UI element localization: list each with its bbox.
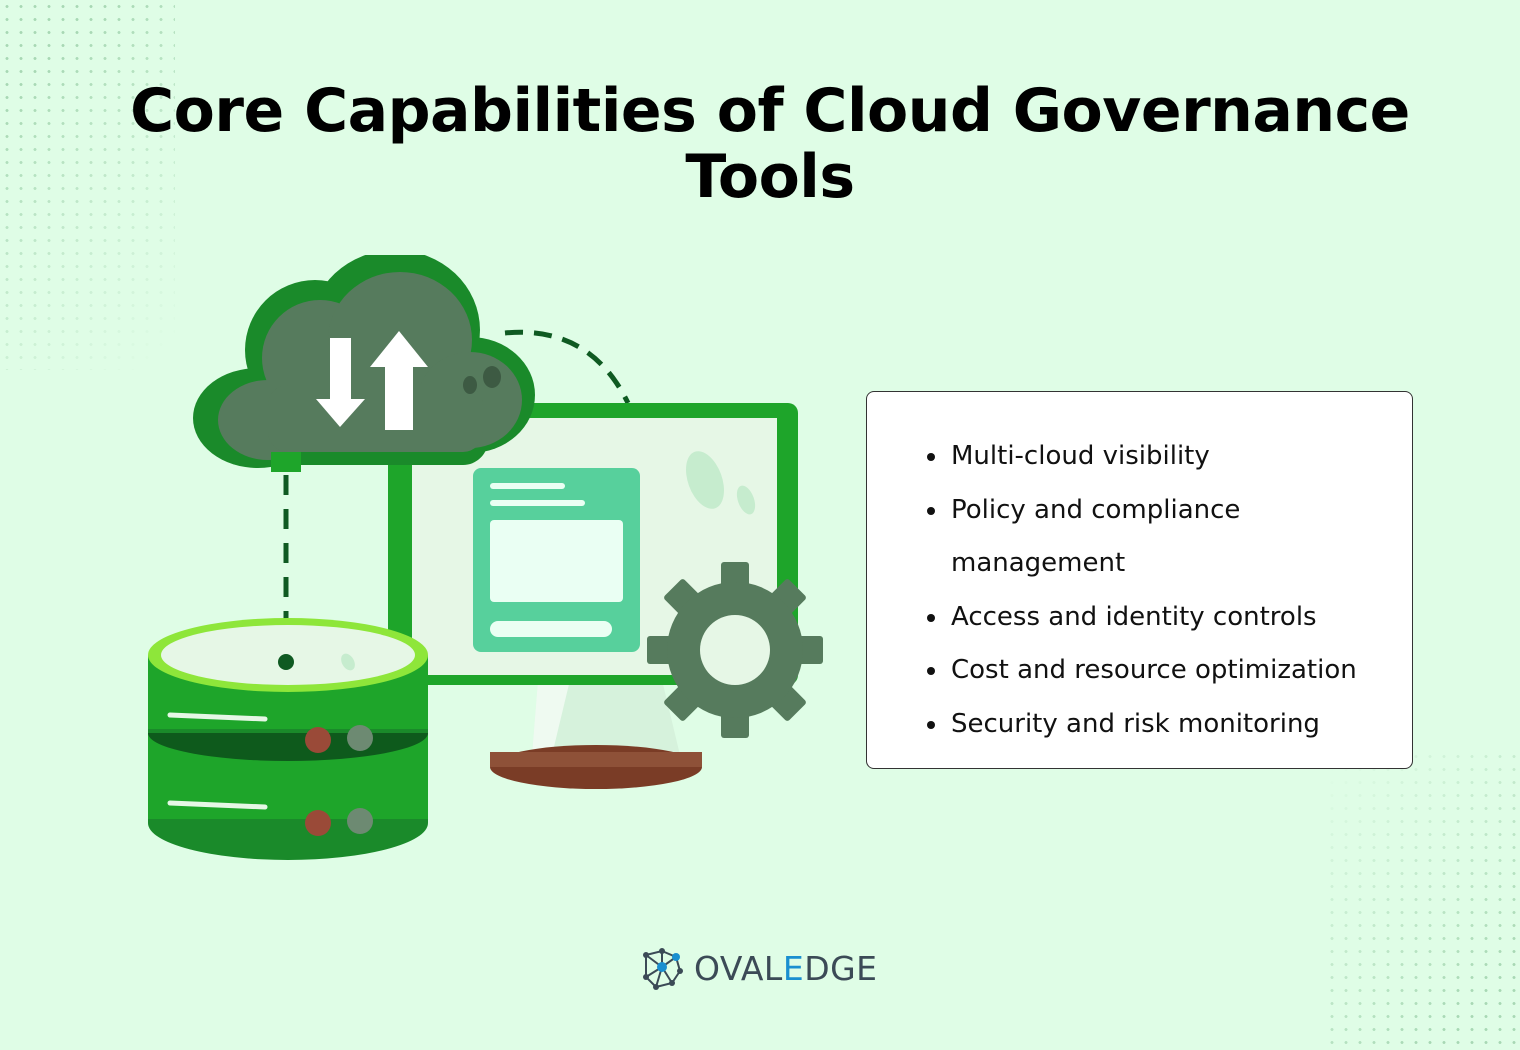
capability-item-3: Access and identity controls <box>949 591 1392 645</box>
cloud-governance-illustration <box>148 255 823 860</box>
capability-item-5: Security and risk monitoring <box>949 698 1392 752</box>
logo-text-dge: DGE <box>804 948 878 988</box>
ovaledge-wordmark: OVALEDGE <box>694 949 878 988</box>
decorative-dots-bottom-right <box>1325 750 1520 1050</box>
gear-icon <box>647 562 823 738</box>
logo-text-e: E <box>782 948 805 988</box>
cloud-sync-icon <box>193 255 535 472</box>
title-line-2: Tools <box>685 142 855 212</box>
database-icon <box>148 618 428 860</box>
ovaledge-logo: OVALEDGE <box>640 943 878 993</box>
title-line-1: Core Capabilities of Cloud Governance <box>130 76 1410 146</box>
capability-item-1: Multi-cloud visibility <box>949 430 1392 484</box>
decorative-dots-top-left <box>0 0 175 370</box>
logo-text-oval: OVAL <box>694 948 783 988</box>
ovaledge-logo-icon <box>643 948 683 990</box>
capability-item-4: Cost and resource optimization <box>949 644 1392 698</box>
monitor-icon <box>388 403 798 789</box>
capabilities-card: Multi-cloud visibility Policy and compli… <box>866 391 1413 769</box>
dashed-connector-arc <box>504 329 631 405</box>
capability-item-2: Policy and compliance management <box>949 484 1392 591</box>
capabilities-list: Multi-cloud visibility Policy and compli… <box>867 392 1412 751</box>
page-title: Core Capabilities of Cloud Governance To… <box>60 78 1480 210</box>
